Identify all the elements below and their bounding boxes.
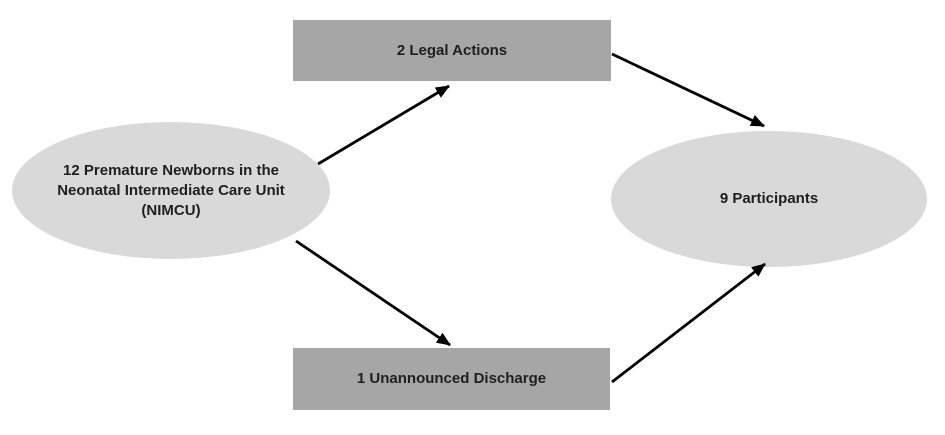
node-legal-actions: 2 Legal Actions <box>293 20 611 81</box>
label-line-2: Neonatal Intermediate Care Unit <box>57 181 285 199</box>
node-participants: 9 Participants <box>611 131 927 267</box>
node-unannounced-discharge-label: 1 Unannounced Discharge <box>356 370 547 387</box>
arrow-unannounced-discharge-to-participants <box>611 262 766 384</box>
node-unannounced-discharge: 1 Unannounced Discharge <box>293 348 610 410</box>
arrow-nimcu-to-legal-actions <box>317 84 450 166</box>
node-premature-newborns: 12 Premature Newborns in the Neonatal In… <box>12 122 330 259</box>
arrow-legal-actions-to-participants <box>611 52 765 128</box>
label-line-1: 12 Premature Newborns in the <box>63 161 279 179</box>
arrow-nimcu-to-unannounced-discharge <box>295 239 451 347</box>
node-participants-label: 9 Participants <box>719 190 819 207</box>
node-legal-actions-label: 2 Legal Actions <box>396 41 508 59</box>
label-line-3: (NIMCU) <box>141 201 201 219</box>
node-premature-newborns-label: 12 Premature Newborns in the Neonatal In… <box>57 161 285 221</box>
